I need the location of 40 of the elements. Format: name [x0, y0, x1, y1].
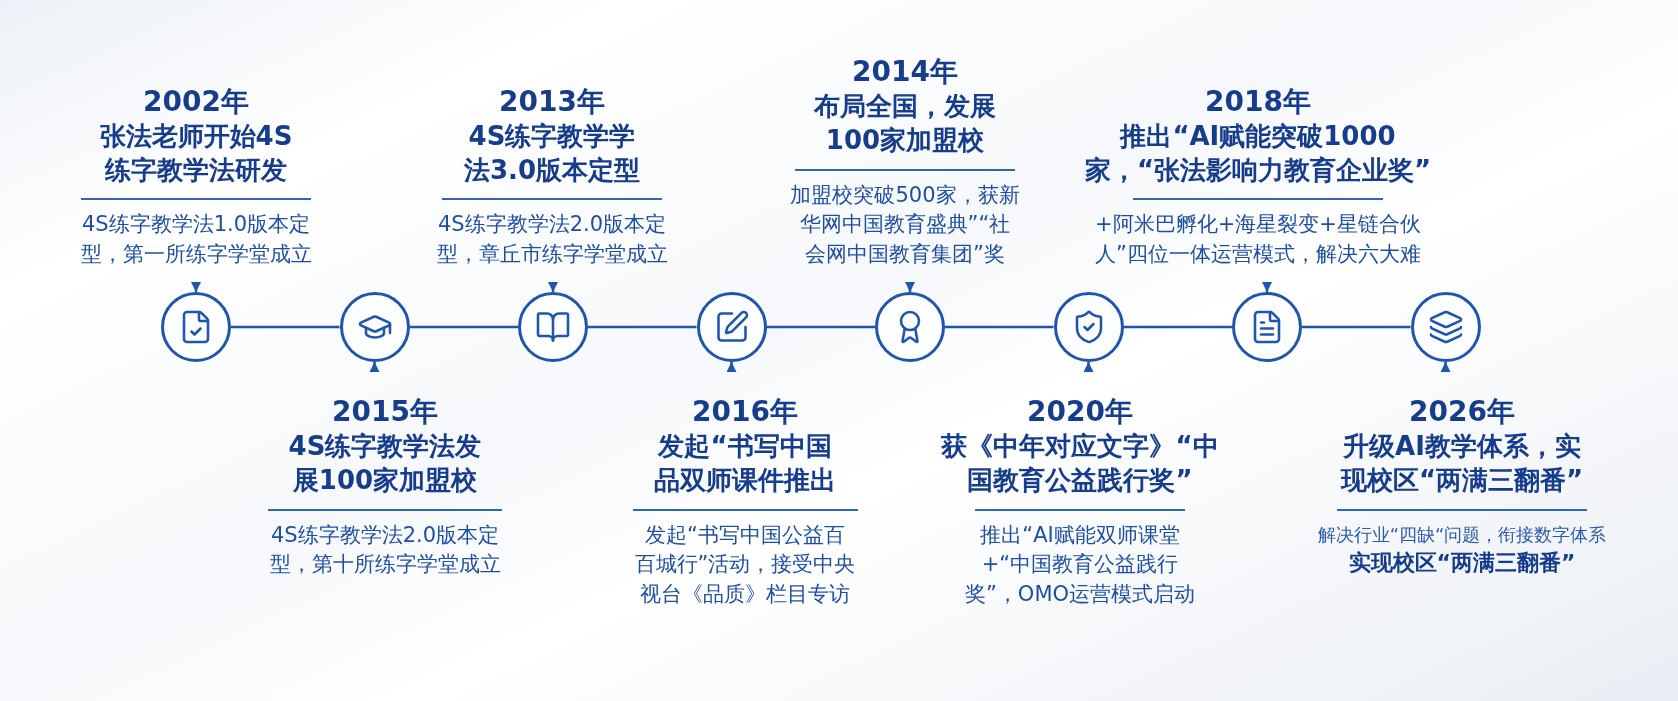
year-label: 2016年 — [692, 394, 798, 429]
connector-line — [945, 325, 1054, 329]
milestone-title: 4S练字教学学法3.0版本定型 — [462, 119, 642, 188]
milestone-title: 布局全国，发展100家加盟校 — [812, 89, 997, 158]
milestone-title: 推出“AI赋能突破1000家，“张法影响力教育企业奖” — [1083, 119, 1433, 188]
milestone-description: 4S练字教学法2.0版本定型，章丘市练字学堂成立 — [435, 211, 669, 269]
connector-line — [1123, 325, 1232, 329]
milestone-title: 发起“书写中国品双师课件推出 — [653, 430, 837, 498]
milestone-title: 升级AI教学体系，实现校区“两满三翻番” — [1339, 430, 1585, 498]
connector-line — [766, 325, 875, 329]
arrow — [369, 362, 380, 372]
year-label: 2002年 — [143, 83, 249, 119]
milestone-description: 加盟校突破500家，获新华网中国教育盛典”“社会网中国教育集团”奖 — [789, 181, 1021, 269]
arrow — [726, 362, 737, 372]
connector-line — [1302, 325, 1411, 329]
arrow — [905, 282, 915, 292]
milestone-description: 推出“AI赋能双师课堂+“中国教育公益践行奖”，OMO运营模式启动 — [963, 521, 1197, 609]
year-label: 2013年 — [499, 83, 605, 119]
milestone-description: 解决行业“四缺“问题，衔接数字体系 — [1317, 522, 1607, 547]
year-label: 2018年 — [1205, 83, 1311, 119]
year-label: 2026年 — [1409, 394, 1515, 429]
milestone-description: 4S练字教学法1.0版本定型，第一所练字学堂成立 — [79, 211, 313, 269]
milestone-description: +阿米巴孵化+海星裂变+星链合伙人”四位一体运营模式，解决六大难 — [1094, 211, 1422, 269]
arrow — [1083, 362, 1094, 372]
arrow — [1262, 282, 1272, 292]
milestone-description: 发起“书写中国公益百百城行”活动，接受中央视台《品质》栏目专访 — [633, 521, 857, 609]
arrow — [548, 282, 558, 292]
milestone-title: 获《中年对应文字》“中国教育公益践行奖” — [940, 430, 1220, 498]
milestone-description: 4S练字教学法2.0版本定型，第十所练字学堂成立 — [268, 521, 502, 579]
year-label: 2020年 — [1027, 394, 1133, 429]
milestone-title: 张法老师开始4S练字教学法研发 — [98, 119, 294, 188]
milestone-highlight: 实现校区“两满三翻番” — [1348, 548, 1576, 577]
year-label: 2015年 — [332, 394, 438, 429]
connector-line — [409, 325, 518, 329]
connector-line — [588, 325, 697, 329]
arrow — [1440, 362, 1451, 372]
connector-line — [231, 325, 340, 329]
arrow — [191, 282, 201, 292]
year-label: 2014年 — [852, 53, 958, 89]
milestone-title: 4S练字教学法发展100家加盟校 — [287, 430, 483, 498]
